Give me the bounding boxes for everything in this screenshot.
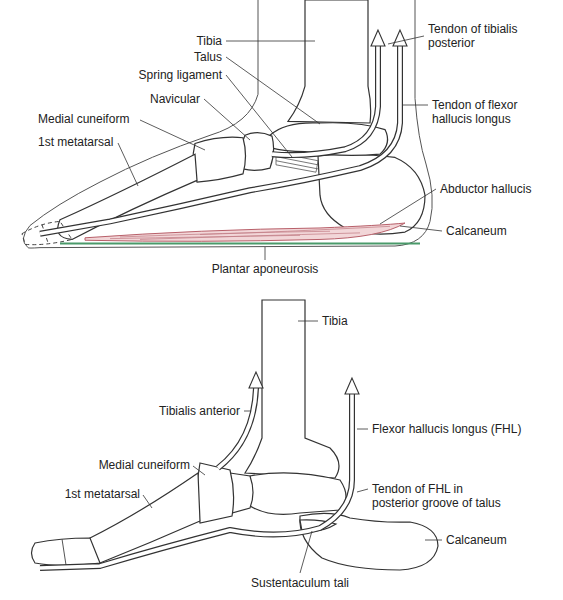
part-label: Abductor hallucis xyxy=(440,182,555,196)
part-label: Talus xyxy=(160,50,222,64)
part-label: Tendon of flexor hallucis longus xyxy=(432,98,524,126)
part-label: Plantar aponeurosis xyxy=(200,262,330,276)
part-label: Calcaneum xyxy=(446,224,546,238)
part-label: Sustentaculum tali xyxy=(240,576,360,590)
part-label: Flexor hallucis longus (FHL) xyxy=(372,422,557,436)
part-label: Medial cuneiform xyxy=(38,112,168,126)
part-label: Tibialis anterior xyxy=(122,404,240,418)
part-label: Calcaneum xyxy=(446,533,546,547)
part-label: Tendon of tibialis posterior xyxy=(428,22,520,50)
part-label: Spring ligament xyxy=(90,68,222,82)
part-label: Tibia xyxy=(322,314,382,328)
part-label: Navicular xyxy=(100,92,200,106)
part-label: 1st metatarsal xyxy=(40,487,140,501)
part-label: Tendon of FHL in posterior groove of tal… xyxy=(372,482,507,510)
part-label: 1st metatarsal xyxy=(38,135,138,149)
part-label: Medial cuneiform xyxy=(58,458,190,472)
part-label: Tibia xyxy=(160,34,222,48)
